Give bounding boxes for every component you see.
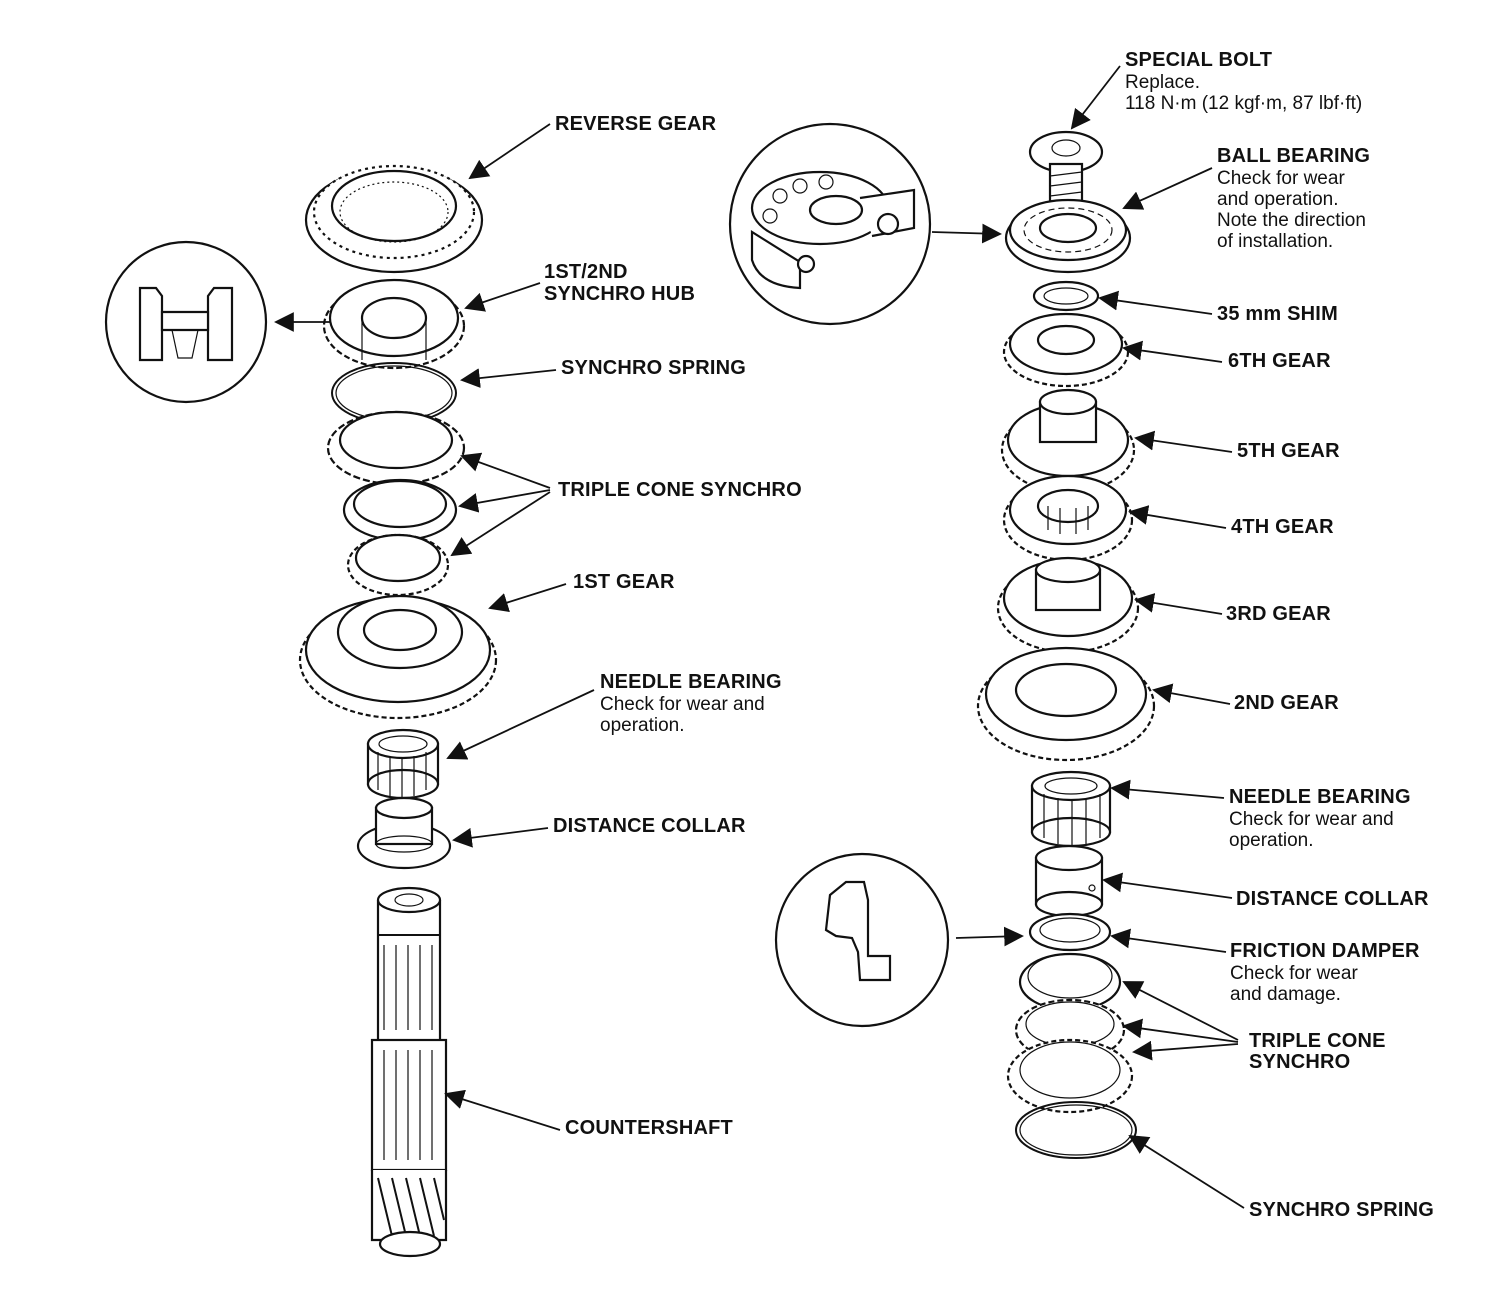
right-friction-damper [1028,912,1112,952]
label-needle-bearing-left: NEEDLE BEARING [600,671,782,693]
right-synchro-spring [1015,1101,1137,1159]
left-synchro-ring-inner [346,533,450,597]
label-ball-bearing: BALL BEARING [1217,145,1371,167]
label-distance-collar-left: DISTANCE COLLAR [553,815,746,837]
left-countershaft [370,886,448,1258]
label-third-gear: 3RD GEAR [1226,603,1331,625]
label-countershaft: COUNTERSHAFT [565,1117,733,1139]
label-triple-cone-synchro-right-1: TRIPLE CONE [1249,1030,1386,1052]
label-shim: 35 mm SHIM [1217,303,1338,325]
label-distance-collar-right: DISTANCE COLLAR [1236,888,1429,910]
note-special-bolt-1: Replace. [1125,72,1200,93]
right-synchro-ring-c [1006,1038,1134,1114]
right-leaders [931,65,1245,1209]
right-damper-detail-circle [774,852,950,1028]
note-special-bolt-2: 118 N·m (12 kgf·m, 87 lbf·ft) [1125,93,1363,114]
right-fourth-gear [1002,474,1134,562]
left-synchro-cone [342,478,458,542]
label-second-gear: 2ND GEAR [1234,692,1339,714]
right-special-bolt [1028,130,1104,206]
label-synchro-hub-line2: SYNCHRO HUB [544,283,696,305]
right-ball-bearing [1004,198,1132,274]
right-second-gear [976,646,1156,762]
note-needle-bearing-left-2: operation. [600,715,685,736]
left-leaders [274,123,595,1131]
label-synchro-spring-left: SYNCHRO SPRING [561,357,747,379]
note-ball-bearing-3: Note the direction [1217,210,1366,231]
right-sixth-gear [1002,312,1130,388]
label-friction-damper: FRICTION DAMPER [1230,940,1420,962]
left-needle-bearing [366,728,440,800]
left-reverse-gear [304,164,484,274]
left-synchro-ring-outer [326,410,466,486]
left-distance-collar [356,796,452,870]
right-distance-collar [1034,844,1104,918]
right-shim [1032,280,1100,312]
label-fourth-gear: 4TH GEAR [1231,516,1334,538]
right-fifth-gear [1000,388,1136,494]
label-triple-cone-synchro-right-2: SYNCHRO [1249,1051,1351,1073]
label-needle-bearing-right: NEEDLE BEARING [1229,786,1411,808]
left-detail-circle [104,240,268,404]
label-triple-cone-synchro-left: TRIPLE CONE SYNCHRO [558,479,802,501]
right-bearing-detail-circle [728,122,932,326]
label-synchro-hub-line1: 1ST/2ND [544,261,628,283]
note-ball-bearing-2: and operation. [1217,189,1339,210]
right-needle-bearing [1030,770,1112,848]
note-needle-bearing-left-1: Check for wear and [600,694,765,715]
note-friction-damper-2: and damage. [1230,984,1341,1005]
note-needle-bearing-right-1: Check for wear and [1229,809,1394,830]
label-synchro-spring-right: SYNCHRO SPRING [1249,1199,1435,1221]
note-ball-bearing-1: Check for wear [1217,168,1345,189]
label-reverse-gear: REVERSE GEAR [555,113,717,135]
note-needle-bearing-right-2: operation. [1229,830,1314,851]
right-third-gear [996,556,1140,654]
label-sixth-gear: 6TH GEAR [1228,350,1331,372]
label-first-gear: 1ST GEAR [573,571,675,593]
left-first-gear [298,594,498,720]
left-synchro-hub [322,278,466,370]
note-ball-bearing-4: of installation. [1217,231,1334,252]
label-fifth-gear: 5TH GEAR [1237,440,1340,462]
label-special-bolt: SPECIAL BOLT [1125,49,1273,71]
note-friction-damper-1: Check for wear [1230,963,1358,984]
